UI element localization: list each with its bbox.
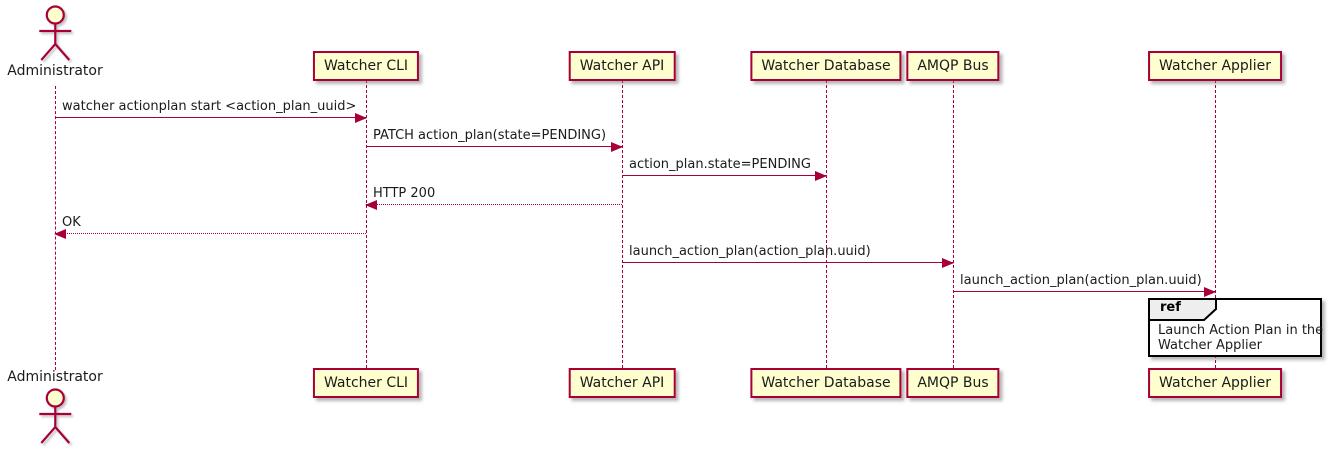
arrowhead-icon [355,113,367,123]
participant-watcher-applier-top: Watcher Applier [1148,51,1282,81]
participant-watcher-api-top: Watcher API [568,51,676,81]
actor-icon [39,5,71,61]
lifeline-watcher-cli [366,80,367,368]
lifeline-watcher-api [622,80,623,368]
message-6: launch_action_plan(action_plan.uuid) [622,244,954,268]
message-label: action_plan.state=PENDING [629,157,811,172]
arrowhead-icon [365,200,377,210]
message-4: HTTP 200 [365,186,622,210]
actor-administrator-bottom: Administrator [7,369,103,449]
ref-text: Launch Action Plan in the Watcher Applie… [1158,323,1324,353]
participant-watcher-applier-bottom: Watcher Applier [1148,368,1282,398]
message-7: launch_action_plan(action_plan.uuid) [953,273,1216,297]
message-label: PATCH action_plan(state=PENDING) [373,128,607,143]
arrowhead-icon [1204,287,1216,297]
message-line [622,175,826,176]
message-label: launch_action_plan(action_plan.uuid) [960,273,1202,288]
ref-tab: ref [1148,298,1218,321]
message-1: watcher actionplan start <action_plan_uu… [55,99,367,123]
actor-label: Administrator [7,63,103,79]
actor-label: Administrator [7,369,103,385]
arrowhead-icon [815,171,827,181]
message-line [366,204,622,205]
message-line [622,262,953,263]
actor-administrator-top: Administrator [7,4,103,79]
participant-watcher-database-bottom: Watcher Database [750,368,902,398]
lifeline-watcher-database [826,80,827,368]
message-label: HTTP 200 [373,186,436,201]
message-2: PATCH action_plan(state=PENDING) [366,128,623,152]
arrowhead-icon [942,258,954,268]
message-label: launch_action_plan(action_plan.uuid) [629,244,871,259]
participant-watcher-cli-bottom: Watcher CLI [312,368,420,398]
lifeline-amqp-bus [953,80,954,368]
message-line [55,117,366,118]
arrowhead-icon [611,142,623,152]
participant-amqp-bus-top: AMQP Bus [906,51,1000,81]
ref-keyword: ref [1160,300,1181,315]
lifeline-watcher-applier [1215,80,1216,368]
actor-icon [39,388,71,444]
message-line [953,291,1215,292]
message-5: OK [54,215,366,239]
participant-watcher-cli-top: Watcher CLI [312,51,420,81]
participant-watcher-database-top: Watcher Database [750,51,902,81]
ref-text-line2: Watcher Applier [1158,338,1262,353]
message-label: watcher actionplan start <action_plan_uu… [62,99,357,114]
message-line [366,146,622,147]
message-3: action_plan.state=PENDING [622,157,827,181]
message-label: OK [62,215,81,230]
ref-fragment: ref Launch Action Plan in the Watcher Ap… [1148,298,1324,357]
arrowhead-icon [54,229,66,239]
participant-amqp-bus-bottom: AMQP Bus [906,368,1000,398]
message-line [55,233,366,234]
lifeline-administrator [55,86,56,370]
ref-text-line1: Launch Action Plan in the [1158,323,1324,338]
participant-watcher-api-bottom: Watcher API [568,368,676,398]
